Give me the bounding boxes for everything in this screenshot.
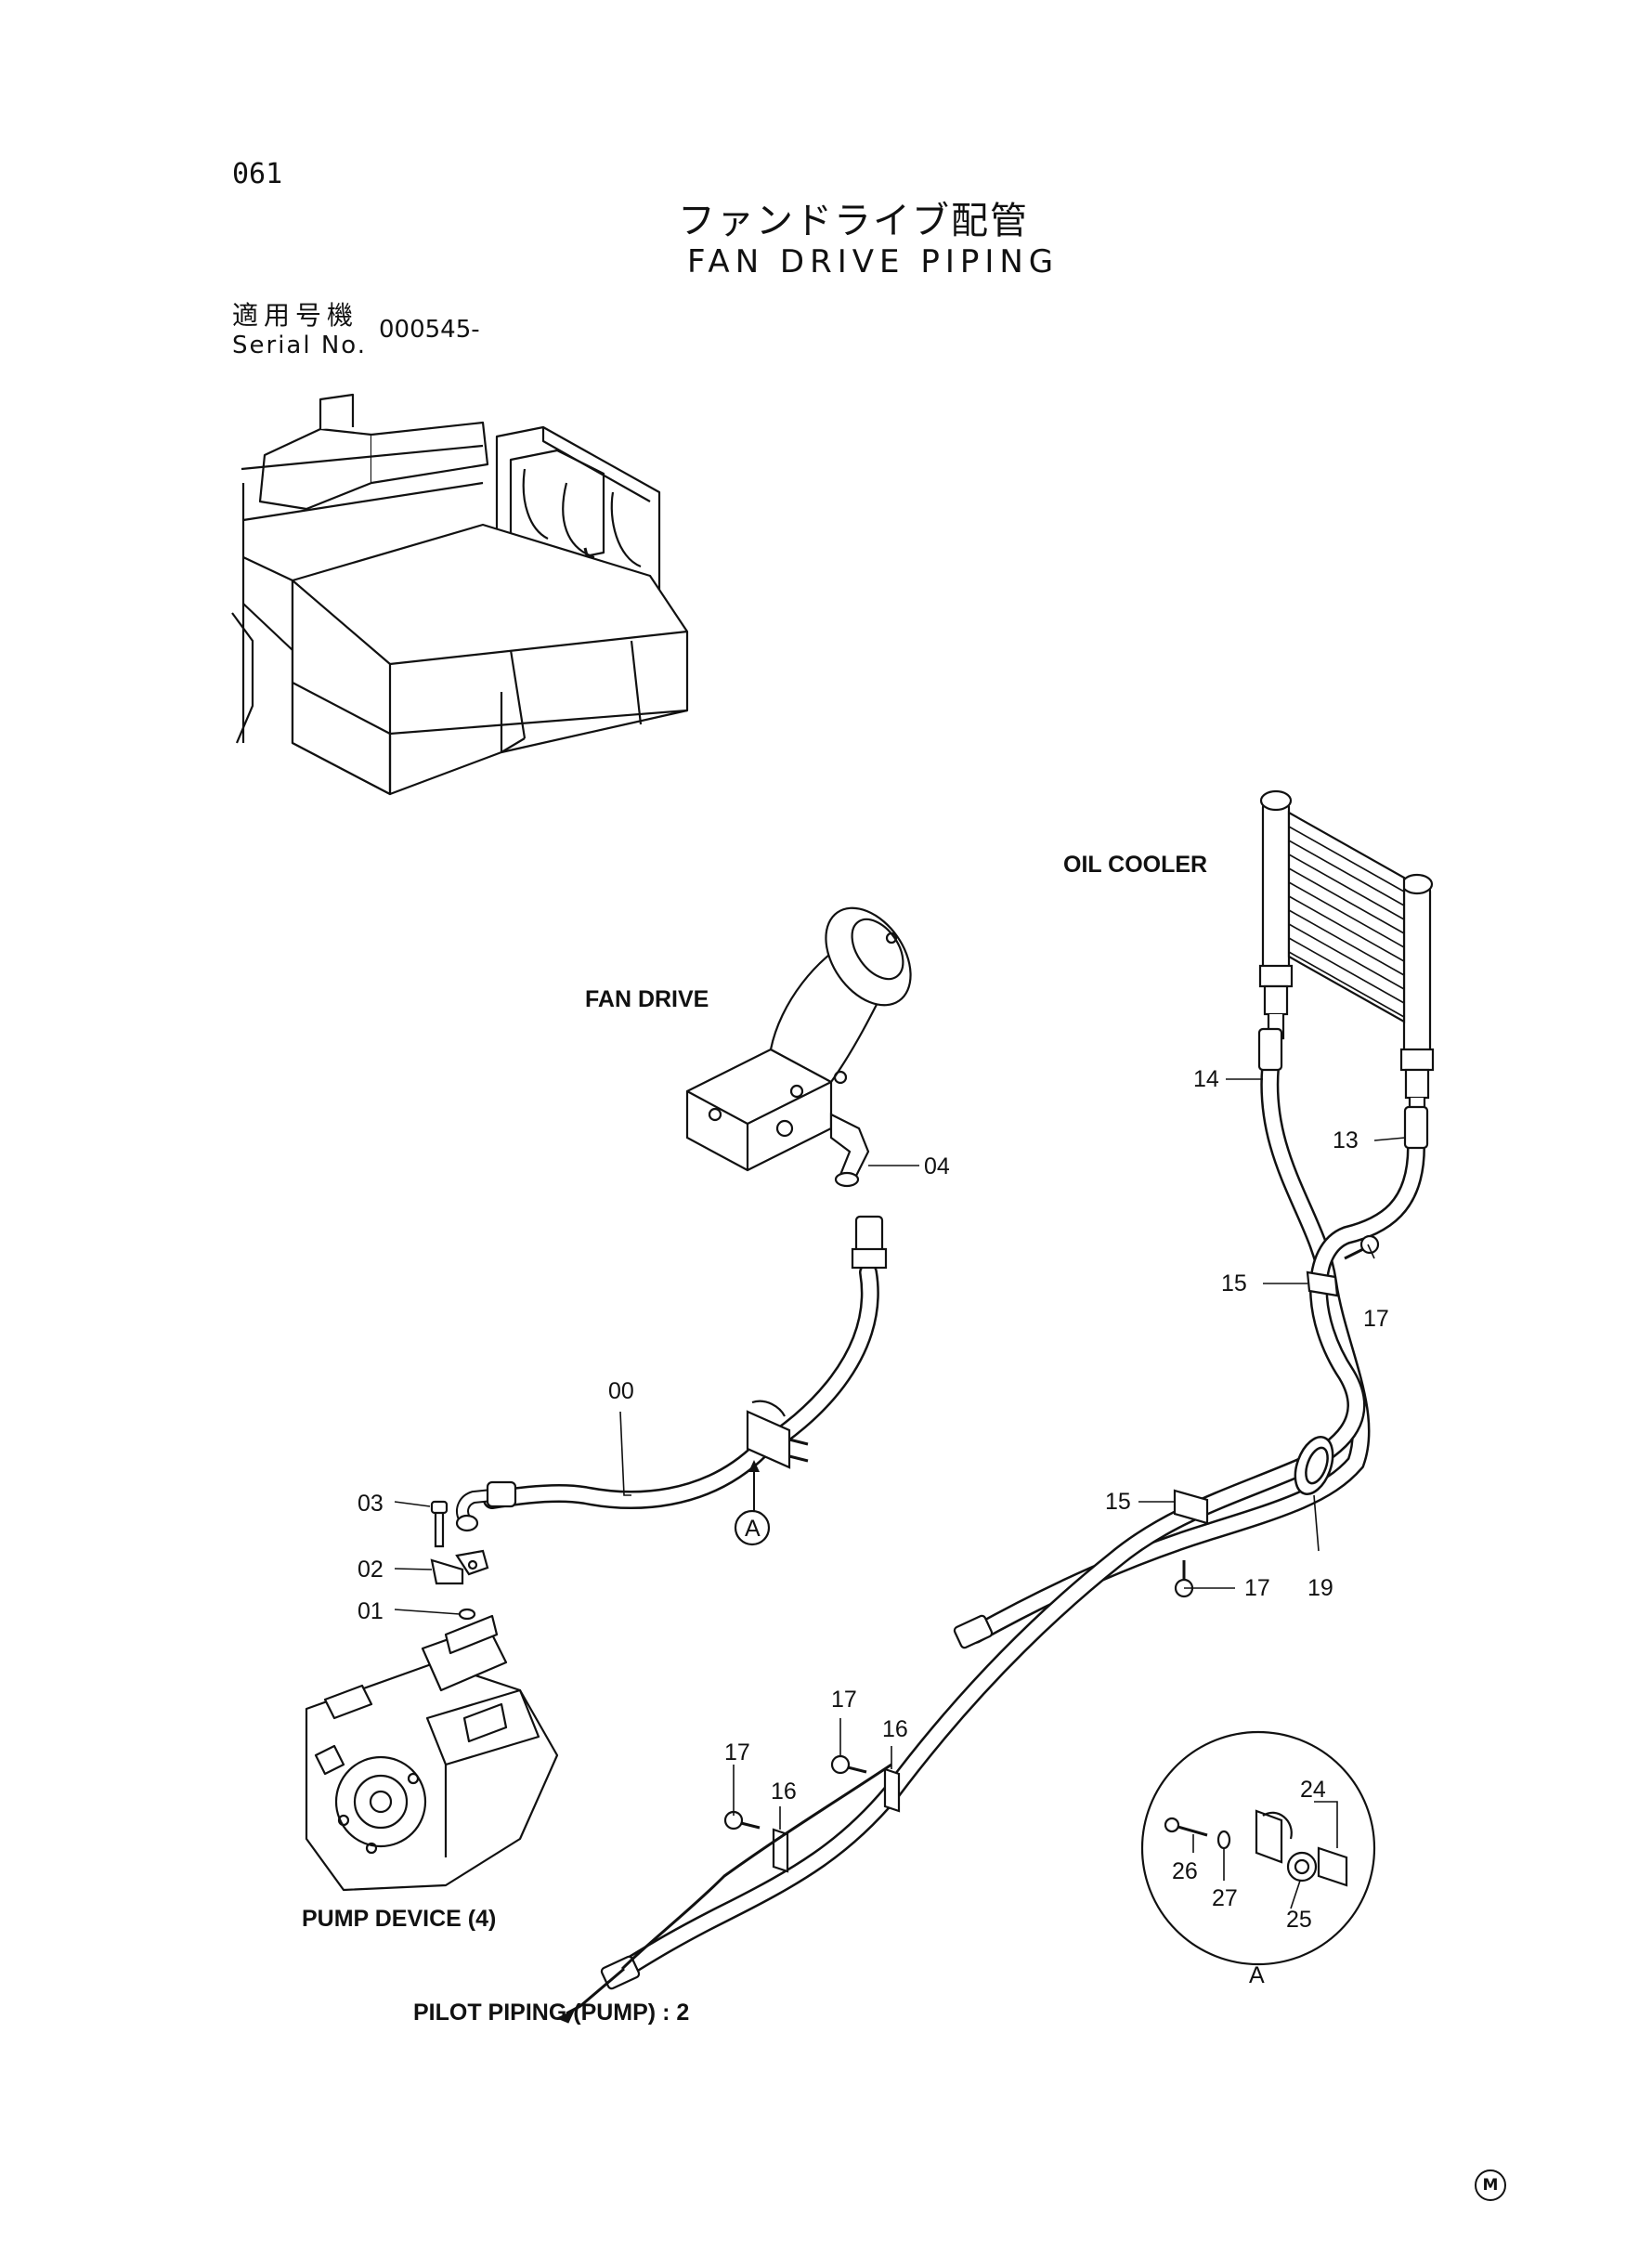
hose-00 <box>455 1215 888 1532</box>
detail-a-label: A <box>1249 1962 1265 1988</box>
label-oil-cooler: OIL COOLER <box>1063 852 1207 878</box>
title-english: FAN DRIVE PIPING <box>687 243 1060 280</box>
part-number-15-upper: 15 <box>1221 1270 1247 1296</box>
serial-value: 000545- <box>379 316 480 344</box>
part-number-17-mid: 17 <box>1244 1575 1270 1601</box>
part-number-19: 19 <box>1307 1575 1333 1601</box>
part-number-15-lower: 15 <box>1105 1489 1131 1515</box>
part-number-17-left: 17 <box>724 1739 750 1765</box>
hose-14-and-13 <box>600 1027 1429 1990</box>
part-number-00: 00 <box>608 1378 634 1404</box>
page-number: 061 <box>232 158 283 190</box>
part-number-26: 26 <box>1172 1858 1198 1884</box>
leader-lines <box>394 1078 1406 1909</box>
part-number-03: 03 <box>358 1491 384 1517</box>
machine-overview-illustration <box>231 393 689 796</box>
detail-a-reference <box>734 1460 771 1546</box>
label-fan-drive: FAN DRIVE <box>585 986 709 1012</box>
part-number-24: 24 <box>1300 1777 1326 1803</box>
flange-parts-01-03 <box>430 1500 489 1621</box>
detail-a-marker-letter: A <box>745 1516 761 1542</box>
oil-cooler-illustration <box>1258 789 1435 1126</box>
part-number-16-right: 16 <box>882 1716 908 1742</box>
part-number-14: 14 <box>1193 1066 1219 1092</box>
part-number-04: 04 <box>924 1153 950 1179</box>
part-number-17-top: 17 <box>1363 1306 1389 1332</box>
clamps-and-bolts <box>723 1234 1380 1873</box>
part-number-17-center: 17 <box>831 1687 857 1713</box>
part-number-16-left: 16 <box>771 1778 797 1804</box>
serial-label-japanese: 適用号機 <box>232 300 359 331</box>
part-number-25: 25 <box>1286 1907 1312 1933</box>
label-pilot-piping: PILOT PIPING (PUMP) : 2 <box>413 2000 689 2026</box>
title-japanese: ファンドライブ配管 <box>678 200 1029 242</box>
clamp-on-hose-00 <box>746 1400 809 1469</box>
fan-drive-illustration <box>685 906 912 1188</box>
part-number-02: 02 <box>358 1557 384 1583</box>
label-pump-device: PUMP DEVICE (4) <box>302 1906 496 1932</box>
grommet-19 <box>1294 1436 1334 1495</box>
m-mark-icon: M <box>1475 2169 1506 2201</box>
detail-a-view <box>1140 1730 1376 1966</box>
part-number-13: 13 <box>1333 1127 1359 1153</box>
part-number-01: 01 <box>358 1598 384 1624</box>
serial-label-english: Serial No. <box>232 332 367 359</box>
pump-device-illustration <box>305 1614 559 1892</box>
part-number-27: 27 <box>1212 1885 1238 1911</box>
pilot-piping <box>555 1763 892 2024</box>
